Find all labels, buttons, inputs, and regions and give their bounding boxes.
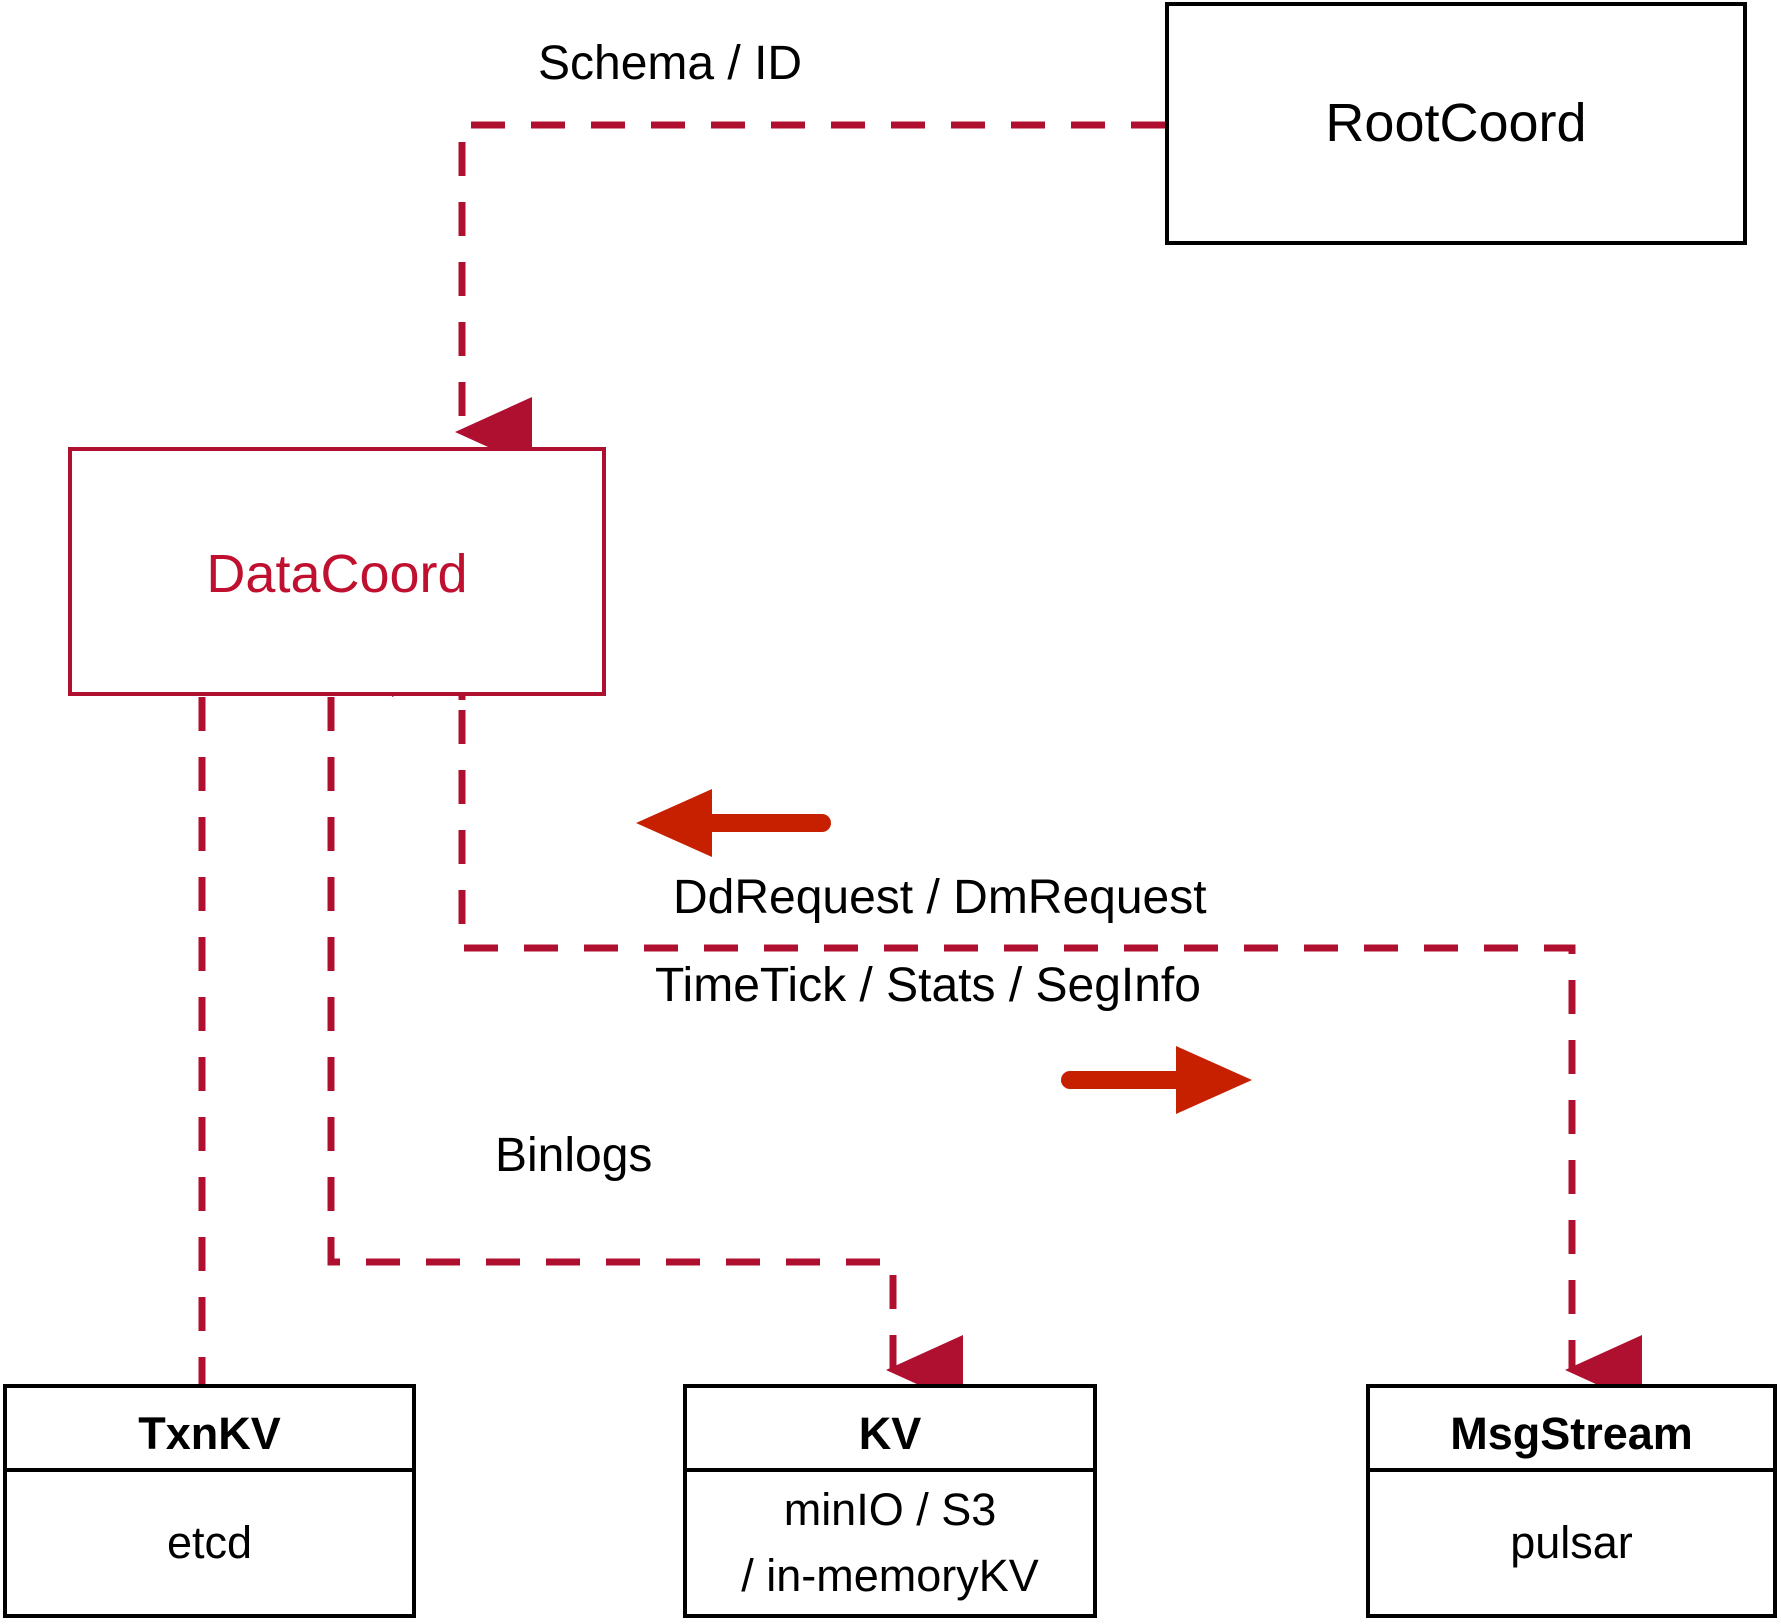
node-rootcoord[interactable]: RootCoord: [1165, 2, 1747, 245]
node-msgstream-body: pulsar: [1370, 1472, 1773, 1614]
node-kv-body-line-1: minIO / S3: [783, 1484, 997, 1535]
node-kv-body: minIO / S3 / in-memoryKV: [687, 1472, 1093, 1614]
edge-label-binlogs: Binlogs: [495, 1129, 653, 1182]
node-txnkv[interactable]: TxnKV etcd: [3, 1384, 416, 1618]
node-txnkv-body: etcd: [7, 1472, 412, 1614]
node-msgstream[interactable]: MsgStream pulsar: [1366, 1384, 1777, 1618]
arrow-left-icon: [636, 789, 831, 857]
node-kv[interactable]: KV minIO / S3 / in-memoryKV: [683, 1384, 1097, 1618]
node-msgstream-header: MsgStream: [1450, 1408, 1693, 1459]
node-txnkv-body-line: etcd: [166, 1517, 253, 1568]
arrow-right-icon: [1061, 1046, 1252, 1114]
edge-schema-id: [455, 121, 1165, 467]
node-kv-header: KV: [858, 1408, 922, 1459]
node-datacoord-label: DataCoord: [206, 544, 468, 604]
edge-label-dd-dm-request: DdRequest / DmRequest: [673, 871, 1207, 924]
node-txnkv-divider: [7, 1468, 412, 1472]
node-msgstream-body-line: pulsar: [1510, 1517, 1633, 1568]
node-kv-body-line-2: / in-memoryKV: [741, 1550, 1039, 1601]
node-datacoord[interactable]: DataCoord: [68, 447, 606, 696]
node-msgstream-divider: [1370, 1468, 1773, 1472]
edge-datacoord-kv-binlogs: [327, 697, 963, 1405]
edge-label-schema-id: Schema / ID: [538, 37, 803, 90]
node-txnkv-header: TxnKV: [138, 1408, 281, 1459]
edge-label-timetick-stats-seginfo: TimeTick / Stats / SegInfo: [655, 959, 1201, 1012]
node-rootcoord-label: RootCoord: [1325, 93, 1587, 153]
node-kv-divider: [687, 1468, 1093, 1472]
